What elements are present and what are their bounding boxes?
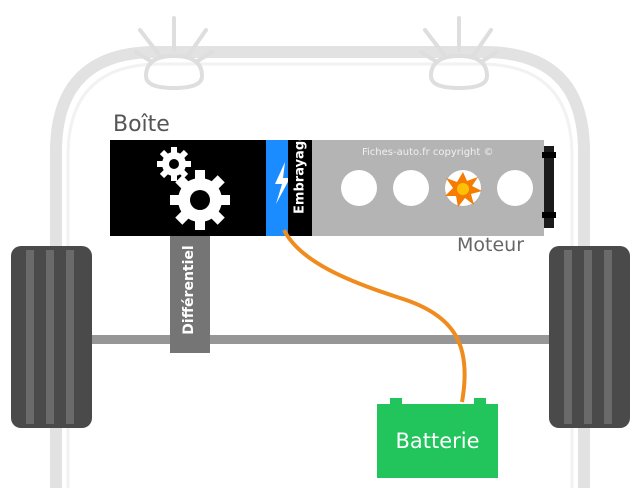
clutch-label: Embrayage xyxy=(292,132,308,214)
gears-icon xyxy=(157,147,230,230)
differential-label: Différentiel xyxy=(181,245,197,335)
copyright-watermark: Fiches-auto.fr copyright © xyxy=(362,147,494,158)
rear-axle xyxy=(86,335,556,344)
car-body-outline xyxy=(50,46,590,488)
left-headlight-icon xyxy=(134,16,214,91)
engine-cylinders xyxy=(341,170,533,206)
clutch-label-plate xyxy=(288,140,312,236)
battery-terminal-right xyxy=(474,398,486,406)
car-body-inner-line xyxy=(66,62,574,488)
battery-label: Batterie xyxy=(395,429,480,453)
flywheel-plate xyxy=(544,146,554,228)
lightning-icon xyxy=(275,162,290,204)
differential-shaft xyxy=(170,235,210,353)
battery-block xyxy=(377,404,498,478)
right-headlight-icon xyxy=(419,16,499,91)
gearbox-label: Boîte xyxy=(113,112,170,137)
engine-label: Moteur xyxy=(457,234,525,256)
right-wheel xyxy=(549,246,630,428)
clutch-block xyxy=(266,140,288,236)
left-wheel xyxy=(11,246,92,428)
battery-terminal-left xyxy=(390,398,402,406)
electrical-cable xyxy=(282,229,467,403)
